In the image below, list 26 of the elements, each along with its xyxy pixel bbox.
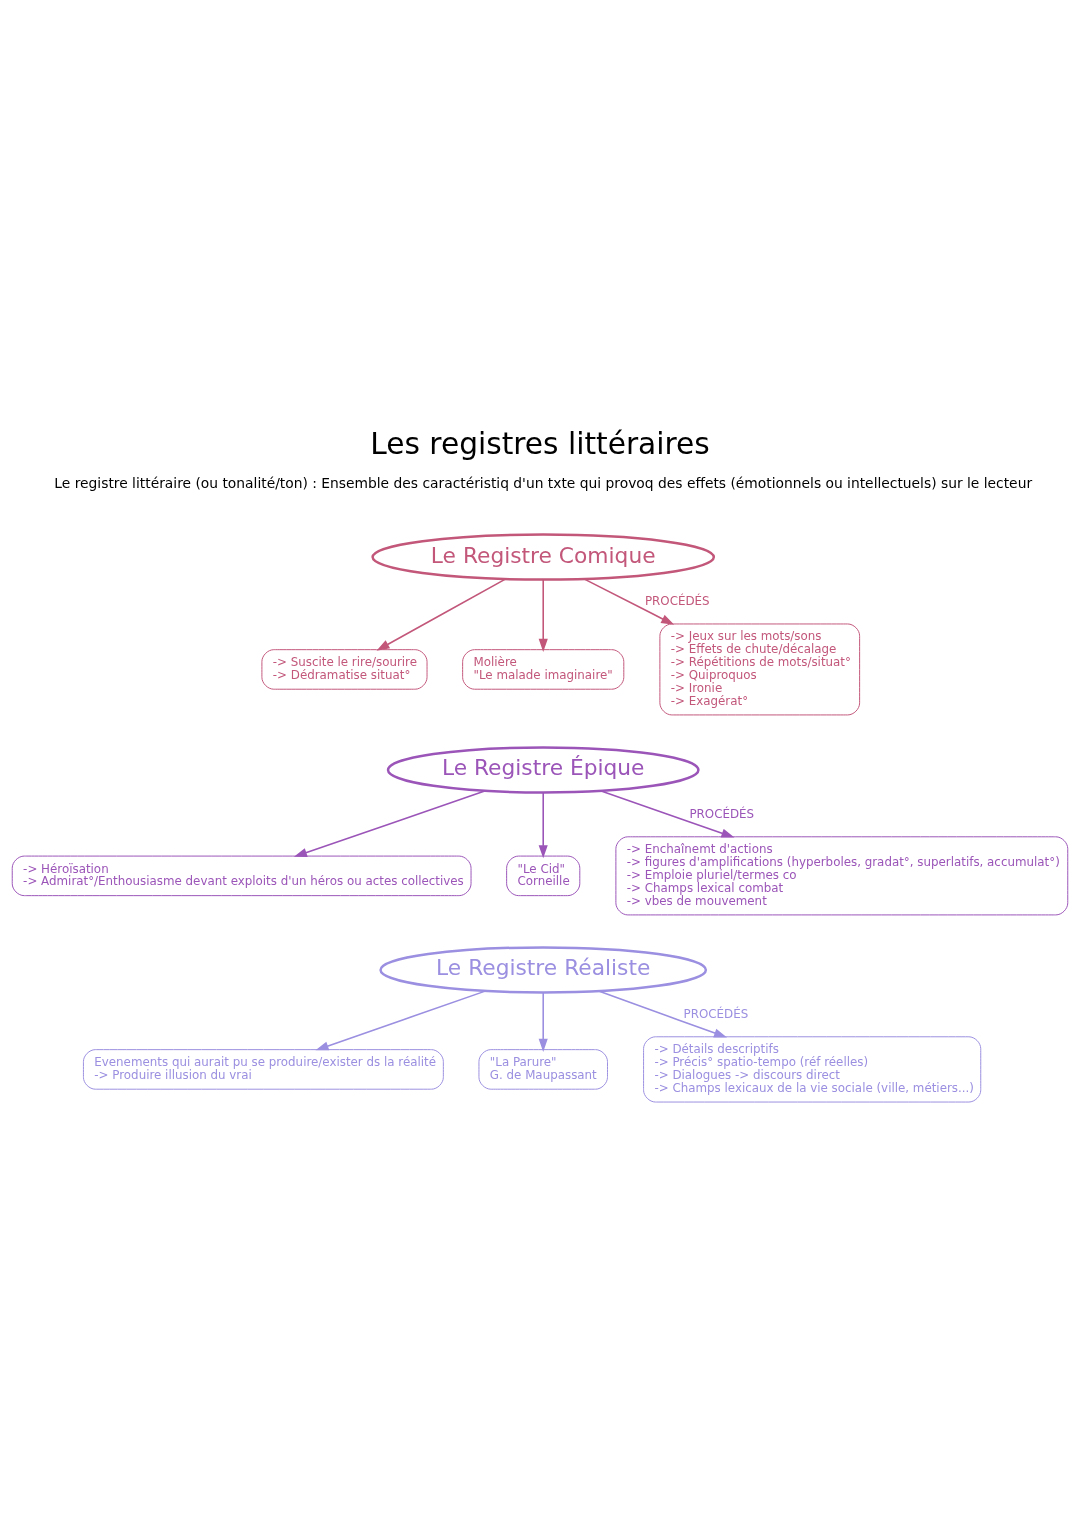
arrow <box>293 789 487 857</box>
edge-label: PROCÉDÉS <box>644 593 710 608</box>
edge-label: PROCÉDÉS <box>683 1006 749 1021</box>
node-ellipse: Le Registre Réaliste <box>379 945 708 994</box>
arrow <box>538 991 548 1052</box>
label: Le registre littéraire (ou tonalité/ton) : Ensemble des caractéristiq d'un txte qui provoq des effets (émotionnels ou intellectuels) sur le lecteur <box>54 474 1033 491</box>
arrow <box>597 989 728 1038</box>
arrow <box>599 789 735 837</box>
node-box: -> Suscite le rire/sourire -> Dédramatise situat° <box>261 648 428 690</box>
arrow <box>315 989 487 1050</box>
arrow <box>538 791 548 858</box>
node-box: "La Parure" G. de Maupassant <box>478 1048 608 1090</box>
diagram-title: Les registres littéraires <box>370 425 710 461</box>
node-box: -> Enchaînemt d'actions -> figures d'amplifications (hyperboles, gradat°, superlatifs, accumulat°) -> Emploie pluriel/termes co -> Champs lexical combat -> vbes de mouvement <box>615 835 1069 915</box>
arrow <box>376 577 507 651</box>
arrow <box>583 577 675 625</box>
node-box: Evenements qui aurait pu se produire/exister ds la réalité -> Produire illusion du vrai <box>82 1048 444 1090</box>
node-box: -> Jeux sur les mots/sons -> Effets de chute/décalage -> Répétitions de mots/situat° -> Quiproquos -> Ironie -> Exagérat° <box>659 622 861 715</box>
node-box: -> Héroïsation -> Admirat°/Enthousiasme devant exploits d'un héros ou actes collectives <box>11 855 472 896</box>
node-box: -> Détails descriptifs -> Précis° spatio-tempo (réf réelles) -> Dialogues -> discours direct -> Champs lexicaux de la vie sociale (ville, métiers...) <box>643 1035 982 1103</box>
node-ellipse: Le Registre Épique <box>386 745 700 794</box>
node-box: Molière "Le malade imaginaire" <box>462 648 625 690</box>
node-box: "Le Cid" Corneille <box>506 855 581 896</box>
node-ellipse: Le Registre Comique <box>371 532 716 581</box>
edge-label: PROCÉDÉS <box>689 806 755 821</box>
arrow <box>538 578 548 652</box>
